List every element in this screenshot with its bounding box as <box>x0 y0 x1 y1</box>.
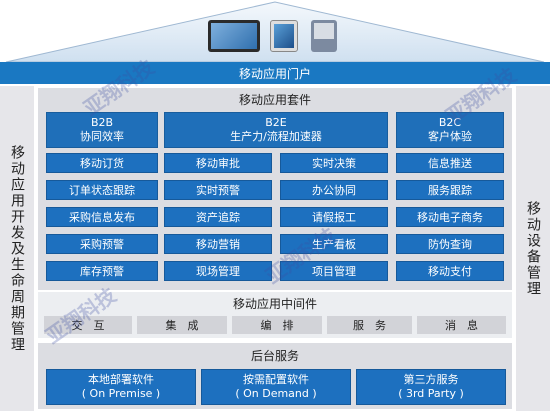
b2b-head-line2: 协同效率 <box>80 130 124 143</box>
b2c-item: 移动电子商务 <box>396 207 504 227</box>
b2b-item: 库存预警 <box>46 261 158 281</box>
b2b-header: B2B 协同效率 <box>46 112 158 148</box>
portal-bar: 移动应用门户 <box>0 62 550 84</box>
backend-item-line2: ( 3rd Party ) <box>398 387 464 400</box>
b2c-header: B2C 客户体验 <box>396 112 504 148</box>
right-side-label: 移动设备管理 <box>525 200 541 297</box>
backend-item-on-premise: 本地部署软件 ( On Premise ) <box>46 369 196 405</box>
b2e-head-line1: B2E <box>265 116 287 129</box>
b2c-head-line1: B2C <box>438 116 462 129</box>
b2c-item: 服务跟踪 <box>396 180 504 200</box>
backend-item-on-demand: 按需配置软件 ( On Demand ) <box>201 369 351 405</box>
b2c-head-line2: 客户体验 <box>428 130 472 143</box>
handheld-device-icon <box>311 20 337 52</box>
phone-device-icon <box>270 20 298 52</box>
b2e-item: 现场管理 <box>164 261 272 281</box>
backend-item-line2: ( On Demand ) <box>235 387 317 400</box>
backend-item-line1: 按需配置软件 <box>243 373 309 386</box>
b2e-item: 办公协同 <box>280 180 388 200</box>
b2e-item: 生产看板 <box>280 234 388 254</box>
b2c-item: 移动支付 <box>396 261 504 281</box>
middleware-item: 服 务 <box>327 316 412 334</box>
b2e-item: 实时决策 <box>280 153 388 173</box>
middleware-item: 集 成 <box>137 316 227 334</box>
b2c-item: 防伪查询 <box>396 234 504 254</box>
left-side-panel: 移动应用开发及生命周期管理 <box>0 86 34 411</box>
backend-item-line2: ( On Premise ) <box>81 387 161 400</box>
b2b-head-line1: B2B <box>90 116 114 129</box>
right-side-panel: 移动设备管理 <box>516 86 550 411</box>
backend-item-third-party: 第三方服务 ( 3rd Party ) <box>356 369 506 405</box>
backend-item-line1: 第三方服务 <box>403 373 459 386</box>
b2b-item: 采购信息发布 <box>46 207 158 227</box>
middleware-title: 移动应用中间件 <box>232 296 317 311</box>
b2b-item: 采购预警 <box>46 234 158 254</box>
b2b-item: 订单状态跟踪 <box>46 180 158 200</box>
tablet-device-icon <box>208 20 260 52</box>
b2e-head-line2: 生产力/流程加速器 <box>230 130 322 143</box>
b2c-item: 信息推送 <box>396 153 504 173</box>
b2e-item: 移动营销 <box>164 234 272 254</box>
middleware-item: 编 排 <box>232 316 322 334</box>
backend-title: 后台服务 <box>250 348 299 363</box>
backend-item-line1: 本地部署软件 <box>88 373 154 386</box>
b2e-item: 移动审批 <box>164 153 272 173</box>
middleware-item: 消 息 <box>417 316 506 334</box>
b2e-item: 资产追踪 <box>164 207 272 227</box>
b2b-item: 移动订货 <box>46 153 158 173</box>
b2e-item: 请假报工 <box>280 207 388 227</box>
left-side-label: 移动应用开发及生命周期管理 <box>9 144 25 353</box>
b2e-item: 项目管理 <box>280 261 388 281</box>
b2e-item: 实时预警 <box>164 180 272 200</box>
b2e-header: B2E 生产力/流程加速器 <box>164 112 388 148</box>
portal-title: 移动应用门户 <box>238 66 311 81</box>
middleware-item: 交 互 <box>44 316 132 334</box>
suite-title: 移动应用套件 <box>238 92 311 107</box>
